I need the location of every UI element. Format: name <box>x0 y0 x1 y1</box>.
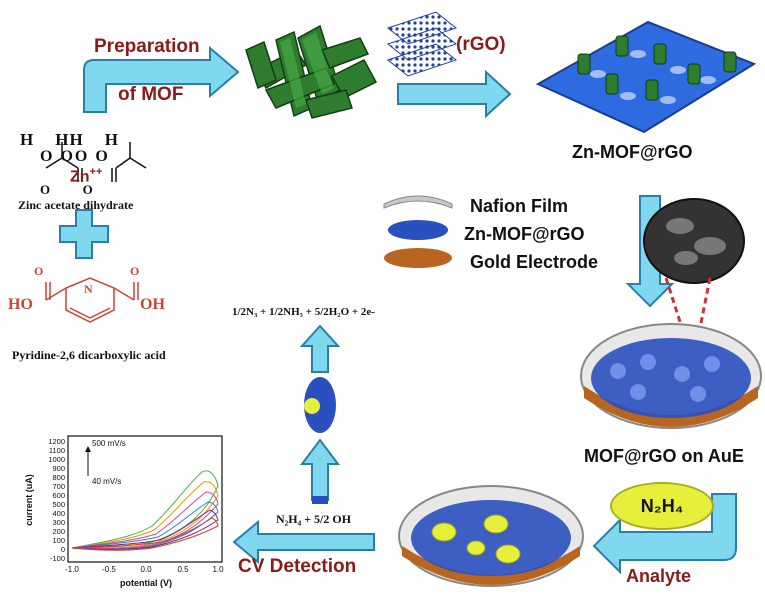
cv-plot-frame <box>67 435 223 563</box>
cv-y-tick-labels: 1200 1100 1000 900 800 700 600 500 400 3… <box>48 437 65 563</box>
cv-x-tick-labels: -1.0 -0.5 0.0 0.5 1.0 <box>65 565 224 574</box>
reaction-particle-image <box>304 377 336 433</box>
label-analyte: Analyte <box>626 566 692 586</box>
label-preparation: Preparation <box>94 36 200 57</box>
cv-y-tick: 0 <box>61 545 65 554</box>
zinc-ion: Zn++ <box>70 166 103 186</box>
cv-y-tick: 100 <box>52 536 65 545</box>
cv-y-tick: 1200 <box>48 437 65 446</box>
nafion-film-icon <box>383 195 453 209</box>
zn-mof-rgo-icon <box>388 220 448 240</box>
cv-curves <box>71 470 219 551</box>
arrow-cv-detection <box>232 519 375 565</box>
cv-y-tick: 1100 <box>49 446 65 455</box>
cv-curve <box>71 509 219 550</box>
cv-y-tick: 300 <box>52 518 65 527</box>
cv-curve <box>71 470 219 549</box>
label-mof-rgo-on-aue: MOF@rGO on AuE <box>584 446 744 466</box>
reaction-products: 1/2N₃ + 1/2NH₃ + 5/2H₂O + 2e- <box>232 306 375 318</box>
label-rgo: (rGO) <box>456 34 506 55</box>
label-zn-mof-rgo-composite: Zn-MOF@rGO <box>572 142 693 162</box>
cv-y-tick: 800 <box>52 473 65 482</box>
arrow-analyte <box>592 493 737 575</box>
rgo-sheets-image <box>386 11 458 77</box>
zinc-acetate-top-row: H HH H <box>20 130 119 149</box>
zn-mof-rgo-composite-image <box>535 20 757 134</box>
gold-electrode-icon <box>384 248 452 268</box>
pyridine-oh: OH <box>140 296 165 313</box>
legend-label-zn-mof-rgo: Zn-MOF@rGO <box>464 224 585 244</box>
analyte-chip: N₂H₄ <box>610 482 714 530</box>
pyridine-oxygen-right: O <box>130 264 140 278</box>
arrow-up-lower-base <box>312 496 328 504</box>
cv-y-tick: 400 <box>52 509 65 518</box>
cv-y-tick: 900 <box>52 464 65 473</box>
cv-plot: 1200 1100 1000 900 800 700 600 500 400 3… <box>24 435 224 588</box>
label-cv-detection: CV Detection <box>238 556 357 577</box>
pyridine-ho: HO <box>8 296 33 313</box>
zinc-acetate-structure <box>45 142 147 182</box>
arrow-to-zn-mof-rgo <box>397 69 512 119</box>
arrow-up-upper <box>299 324 341 373</box>
cv-curve <box>71 501 219 550</box>
cv-x-tick: 0.5 <box>177 565 189 574</box>
cv-curve <box>71 491 219 550</box>
cv-y-axis-label: current (uA) <box>24 474 34 526</box>
arrow-prep-mof <box>83 45 240 113</box>
cv-scan-arrow-head <box>85 446 91 452</box>
cv-x-tick: -0.5 <box>102 565 116 574</box>
reaction-reactants: N₂H₄ + 5/2 OH <box>276 512 352 526</box>
cv-scan-high: 500 mV/s <box>92 439 126 448</box>
legend-icons <box>383 195 453 268</box>
cv-curve <box>71 517 219 551</box>
cv-y-tick: 700 <box>52 482 65 491</box>
legend-label-nafion: Nafion Film <box>470 196 568 216</box>
cv-y-tick: -100 <box>50 554 65 563</box>
plus-sign <box>59 209 109 259</box>
cv-x-tick: -1.0 <box>65 565 79 574</box>
mof-crystals-image <box>245 24 378 119</box>
analyte-chip-text: N₂H₄ <box>640 495 684 516</box>
cv-curve <box>71 481 219 550</box>
legend-label-gold-electrode: Gold Electrode <box>470 252 599 272</box>
cv-scan-low: 40 mV/s <box>92 477 121 486</box>
cv-x-tick: 1.0 <box>212 565 224 574</box>
sem-micrograph-image <box>643 198 745 284</box>
pyridine-label: Pyridine-2,6 dicarboxylic acid <box>12 348 166 362</box>
label-of-mof: of MOF <box>118 84 184 105</box>
cv-x-tick: 0.0 <box>140 565 152 574</box>
pyridine-oxygen-left: O <box>34 264 44 278</box>
cv-y-tick: 600 <box>52 491 65 500</box>
pyridine-nitrogen: N <box>84 282 93 296</box>
cv-y-tick: 1000 <box>48 455 65 464</box>
cv-y-tick: 500 <box>52 500 65 509</box>
modified-electrode-image <box>580 323 762 429</box>
sem-zoom-lines <box>664 277 712 329</box>
cv-y-tick: 200 <box>52 527 65 536</box>
arrow-up-lower <box>300 438 340 501</box>
zinc-acetate-oxygen-row: O OO O <box>40 148 110 165</box>
pyridine-structure <box>45 277 139 323</box>
analyte-electrode-image <box>398 485 584 587</box>
zinc-acetate-label: Zinc acetate dihydrate <box>18 198 134 212</box>
zinc-acetate-bottom-oxygens: O O <box>40 182 93 197</box>
cv-x-axis-label: potential (V) <box>120 578 172 588</box>
